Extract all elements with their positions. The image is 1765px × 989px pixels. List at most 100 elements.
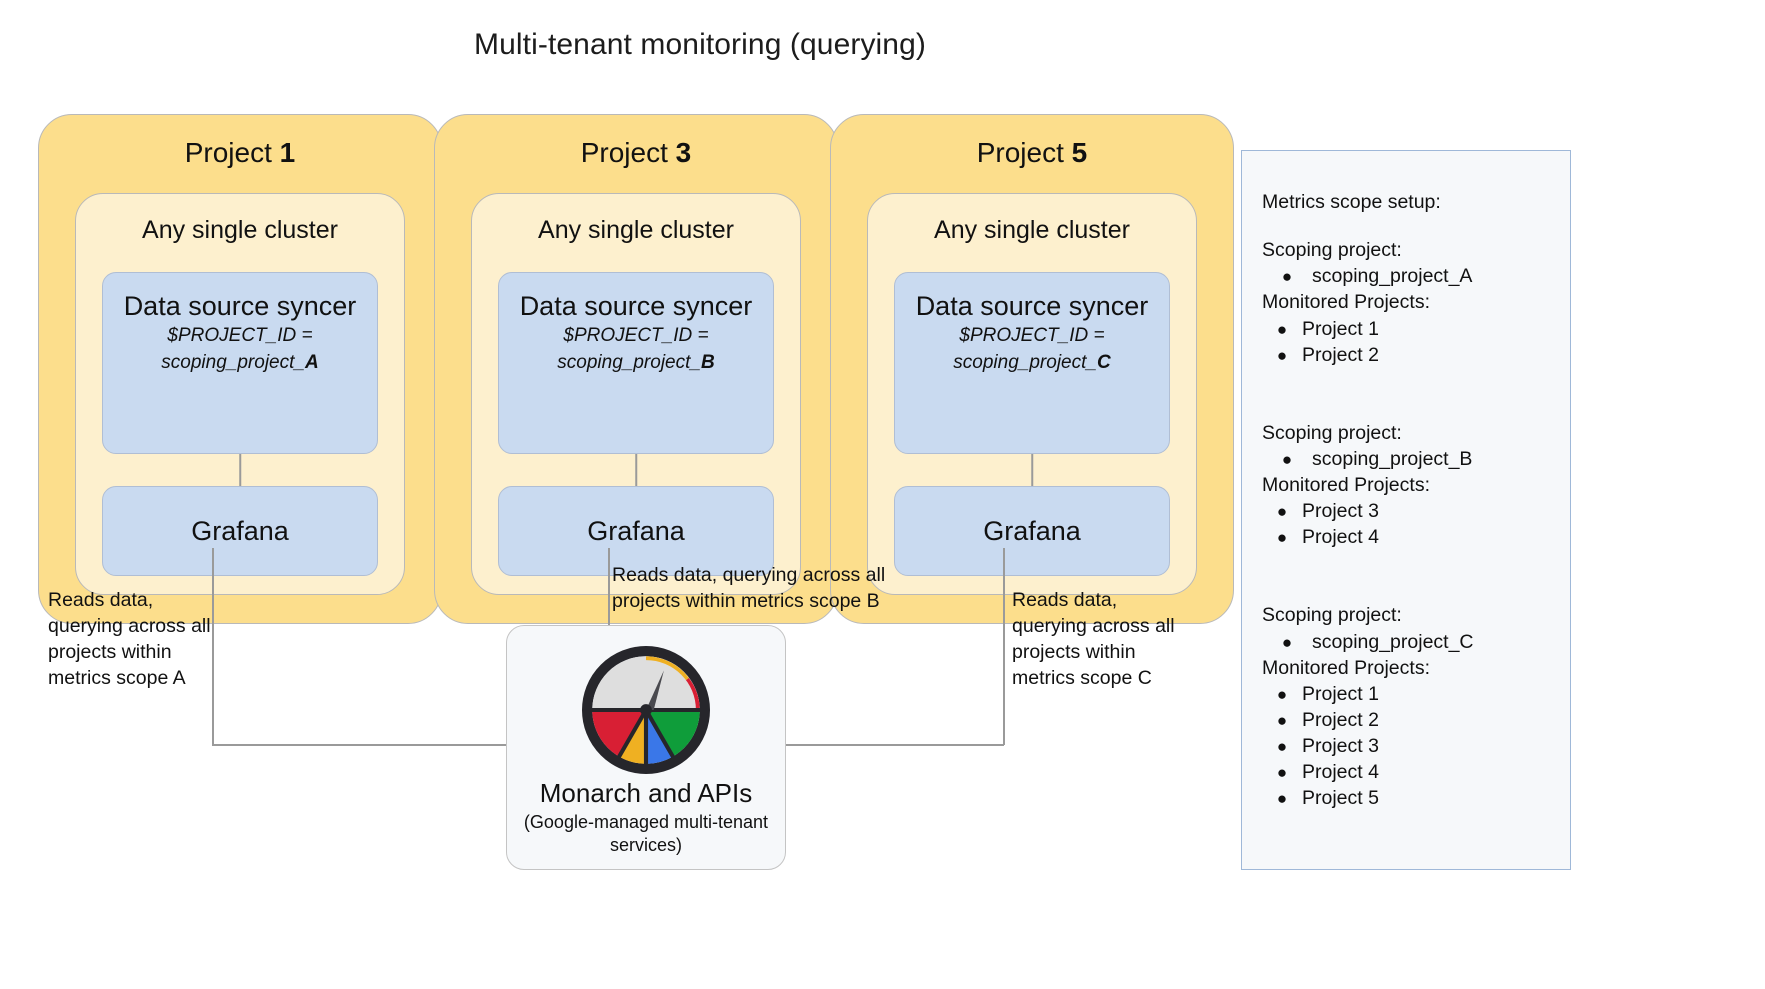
list-item: ● Project 2 <box>1262 342 1570 368</box>
monitored-project-c-2: Project 3 <box>1302 735 1379 757</box>
syncer-var-5: $PROJECT_ID = <box>959 325 1105 347</box>
annotation-scope-b: Reads data, querying across all projects… <box>612 564 886 612</box>
scoping-project-label-a: Scoping project: <box>1262 239 1402 262</box>
project-title-1-prefix: Project <box>184 137 280 168</box>
connector-project1-vertical <box>212 548 214 745</box>
syncer-value-5: scoping_project_C <box>895 352 1169 374</box>
connector-project1-horizontal <box>212 744 508 746</box>
list-item: ● Project 5 <box>1262 785 1570 811</box>
syncer-value-suffix-1: A <box>304 351 319 373</box>
list-item: ● Project 4 <box>1262 524 1570 550</box>
bullet-icon: ● <box>1276 763 1288 783</box>
spacer <box>1262 215 1570 237</box>
monarch-subtitle: (Google-managed multi-tenant services) <box>523 812 769 855</box>
syncer-value-1: scoping_project_A <box>103 352 377 374</box>
monitored-project-c-4: Project 5 <box>1302 787 1379 810</box>
page-title: Multi-tenant monitoring (querying) <box>474 28 926 61</box>
scoping-project-value-c: ● scoping_project_C <box>1262 629 1570 655</box>
project-title-1-number: 1 <box>279 137 296 168</box>
bullet-icon: ● <box>1276 684 1288 704</box>
scoping-project-value-b: ● scoping_project_B <box>1262 446 1570 472</box>
annotation-scope-c: Reads data, querying across all projects… <box>1012 589 1175 689</box>
cluster-label-5: Any single cluster <box>934 216 1130 244</box>
data-source-syncer-1: Data source syncer $PROJECT_ID = scoping… <box>102 272 378 454</box>
spacer <box>1262 368 1570 420</box>
scoping-project-value-b-text: scoping_project_B <box>1312 447 1473 470</box>
monitored-project-c-3: Project 4 <box>1302 761 1379 784</box>
grafana-label-3: Grafana <box>587 515 685 546</box>
list-item: ● Project 3 <box>1262 498 1570 524</box>
data-source-syncer-3: Data source syncer $PROJECT_ID = scoping… <box>498 272 774 454</box>
syncer-grafana-connector-5 <box>1031 454 1033 486</box>
connector-project5-vertical <box>1003 548 1005 745</box>
bullet-icon: ● <box>1276 502 1288 522</box>
bullet-icon: ● <box>1276 789 1288 809</box>
annotation-scope-a: Reads data, querying across all projects… <box>48 589 211 689</box>
bullet-icon: ● <box>1276 319 1288 339</box>
bullet-icon: ● <box>1276 710 1288 730</box>
bullet-icon: ● <box>1281 449 1293 469</box>
scoping-project-value-a-text: scoping_project_A <box>1312 265 1473 288</box>
monitored-project-c-1: Project 2 <box>1302 708 1379 731</box>
bullet-icon: ● <box>1281 632 1293 652</box>
list-item: ● Project 4 <box>1262 759 1570 785</box>
metrics-scope-panel: Metrics scope setup: Scoping project: ● … <box>1241 150 1571 870</box>
syncer-heading-3: Data source syncer <box>519 291 753 321</box>
monitored-projects-label-b: Monitored Projects: <box>1262 474 1430 496</box>
cluster-card-3: Any single cluster Data source syncer $P… <box>471 193 801 595</box>
monitored-project-b-1: Project 4 <box>1302 526 1379 549</box>
monarch-title: Monarch and APIs <box>539 778 753 808</box>
monitored-project-a-0: Project 1 <box>1302 317 1379 340</box>
bullet-icon: ● <box>1276 345 1288 365</box>
syncer-value-suffix-5: C <box>1096 351 1111 373</box>
project-card-5: Project 5 Any single cluster Data source… <box>830 114 1234 624</box>
monitored-projects-label-a: Monitored Projects: <box>1262 291 1430 314</box>
scoping-project-label-b: Scoping project: <box>1262 421 1402 444</box>
project-card-3: Project 3 Any single cluster Data source… <box>434 114 838 624</box>
monitored-project-c-0: Project 1 <box>1302 682 1379 705</box>
project-card-1: Project 1 Any single cluster Data source… <box>38 114 442 624</box>
syncer-var-1: $PROJECT_ID = <box>167 325 313 347</box>
cluster-label-3: Any single cluster <box>538 216 734 244</box>
syncer-heading-1: Data source syncer <box>123 291 357 321</box>
cluster-label-1: Any single cluster <box>142 216 338 244</box>
syncer-value-prefix-3: scoping_project_ <box>557 351 701 373</box>
list-item: ● Project 3 <box>1262 733 1570 759</box>
bullet-icon: ● <box>1276 528 1288 548</box>
syncer-value-prefix-1: scoping_project_ <box>161 351 305 373</box>
scoping-project-value-c-text: scoping_project_C <box>1312 630 1474 653</box>
monitored-project-b-0: Project 3 <box>1302 500 1379 523</box>
spacer <box>1262 550 1570 602</box>
syncer-grafana-connector-1 <box>239 454 241 486</box>
data-source-syncer-5: Data source syncer $PROJECT_ID = scoping… <box>894 272 1170 454</box>
connector-project5-horizontal <box>784 744 1004 746</box>
list-item: ● Project 1 <box>1262 681 1570 707</box>
grafana-label-5: Grafana <box>983 515 1081 546</box>
grafana-box-3: Grafana <box>498 486 774 576</box>
project-title-3-prefix: Project <box>580 137 676 168</box>
metrics-scope-heading: Metrics scope setup: <box>1262 191 1441 213</box>
grafana-box-5: Grafana <box>894 486 1170 576</box>
project-title-3-number: 3 <box>675 137 692 168</box>
cluster-card-5: Any single cluster Data source syncer $P… <box>867 193 1197 595</box>
syncer-grafana-connector-3 <box>635 454 637 486</box>
syncer-value-3: scoping_project_B <box>499 352 773 374</box>
syncer-value-suffix-3: B <box>700 351 715 373</box>
syncer-heading-5: Data source syncer <box>915 291 1149 321</box>
project-title-5-prefix: Project <box>976 137 1072 168</box>
grafana-box-1: Grafana <box>102 486 378 576</box>
project-title-5: Project 5 <box>831 137 1233 169</box>
syncer-value-prefix-5: scoping_project_ <box>953 351 1097 373</box>
grafana-label-1: Grafana <box>191 515 289 546</box>
monarch-gauge-icon <box>582 646 710 774</box>
monitored-projects-label-c: Monitored Projects: <box>1262 656 1430 679</box>
cluster-card-1: Any single cluster Data source syncer $P… <box>75 193 405 595</box>
connector-project3-vertical <box>608 548 610 626</box>
bullet-icon: ● <box>1281 267 1293 287</box>
scoping-project-value-a: ● scoping_project_A <box>1262 263 1570 289</box>
bullet-icon: ● <box>1276 737 1288 756</box>
monarch-node: Monarch and APIs (Google-managed multi-t… <box>506 625 786 870</box>
list-item: ● Project 2 <box>1262 707 1570 733</box>
syncer-var-3: $PROJECT_ID = <box>563 325 709 347</box>
